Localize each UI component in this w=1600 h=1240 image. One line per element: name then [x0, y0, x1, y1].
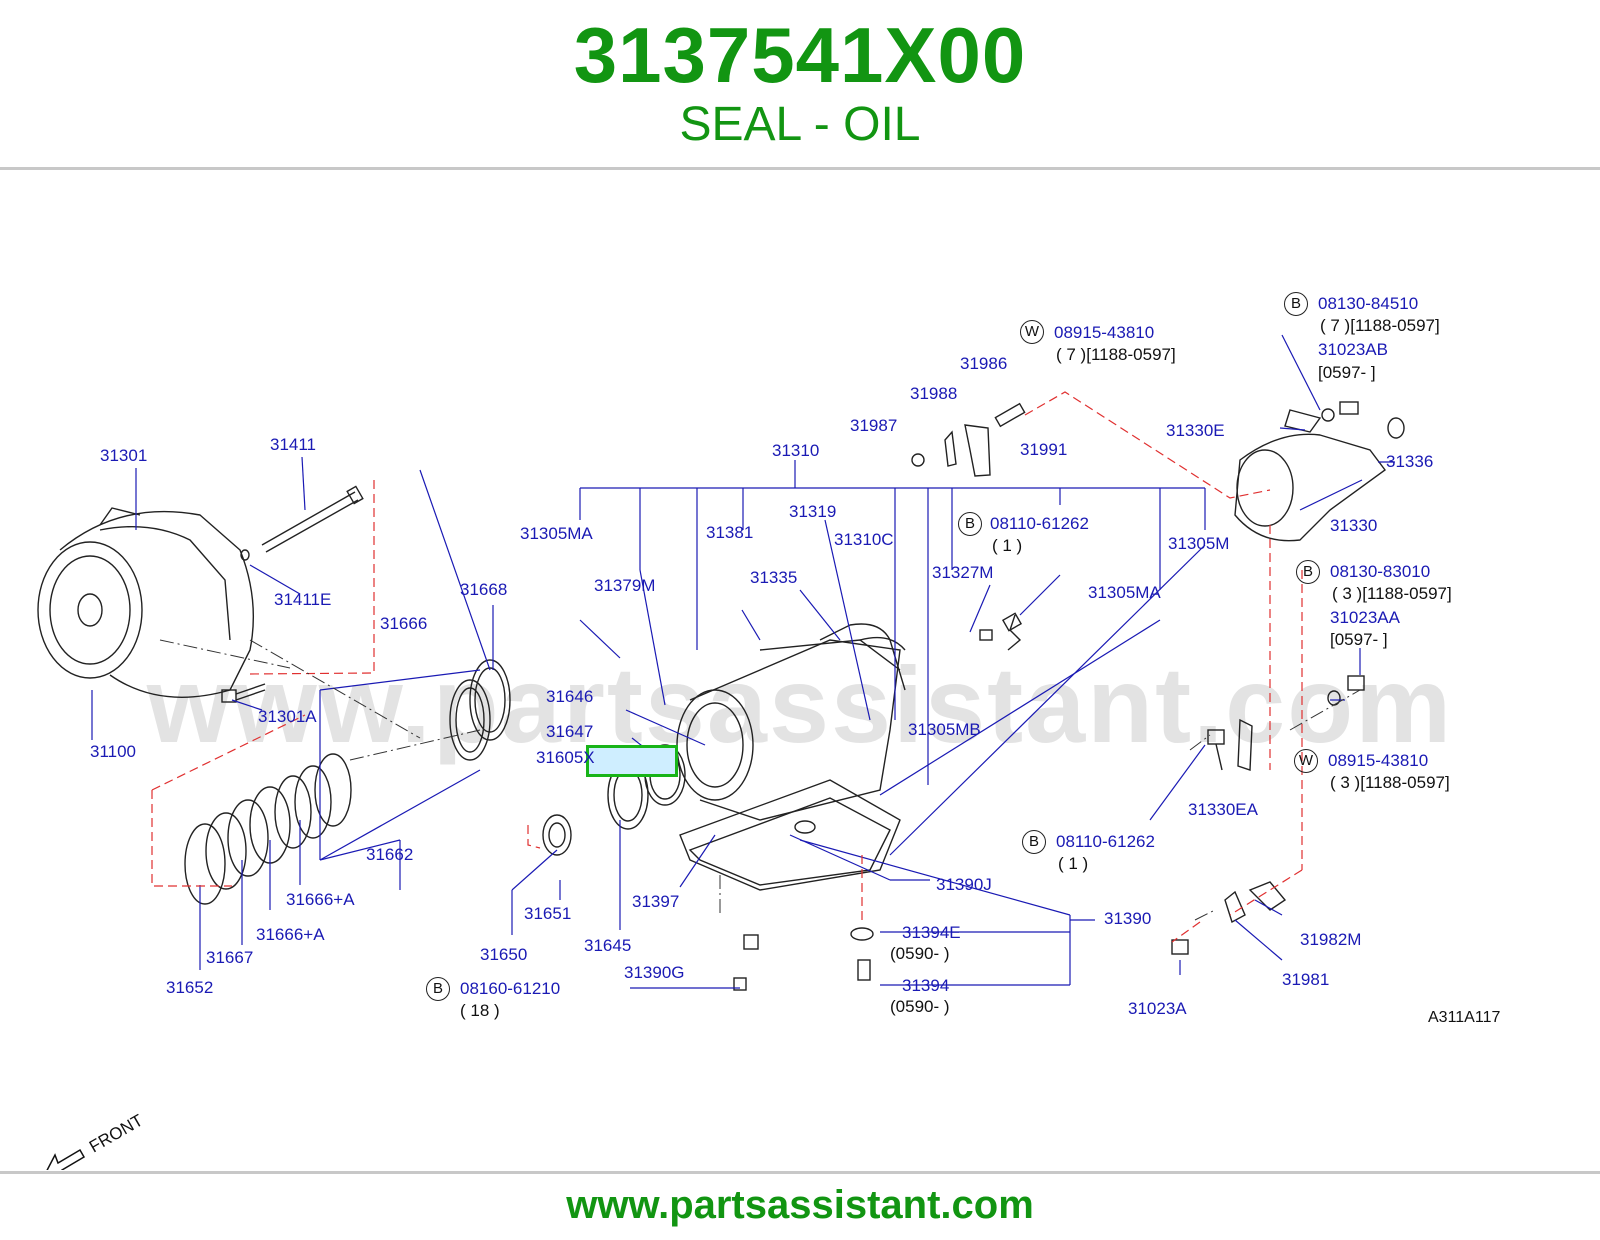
part-label-31394e[interactable]: 31394E [902, 923, 961, 942]
oil-pan-drawing [679, 779, 901, 891]
front-arrow-icon [46, 1148, 86, 1170]
part-label-31390[interactable]: 31390 [1104, 909, 1152, 928]
exploded-parts-diagram: www.partsassistant.com [0, 170, 1600, 1170]
part-label-31305ma-left[interactable]: 31305MA [520, 524, 593, 543]
part-label-31336[interactable]: 31336 [1386, 452, 1434, 471]
highlighted-part-box [586, 745, 678, 777]
part-label-31411[interactable]: 31411 [270, 435, 317, 454]
part-label-31305ma-right[interactable]: 31305MA [1088, 583, 1161, 602]
part-label-31645[interactable]: 31645 [584, 936, 632, 955]
part-label-31301[interactable]: 31301 [100, 446, 148, 465]
part-label-31666-a-lower[interactable]: 31666+A [256, 925, 325, 944]
footer-divider [0, 1171, 1600, 1174]
footer-url-link[interactable]: www.partsassistant.com [566, 1183, 1034, 1227]
part-label-08130-84510[interactable]: 08130-84510 [1318, 294, 1419, 313]
extension-housing-drawing [1234, 401, 1405, 542]
part-label-08915-43810-top[interactable]: 08915-43810 [1054, 323, 1155, 342]
part-label-31330e[interactable]: 31330E [1166, 421, 1225, 440]
part-label-31394[interactable]: 31394 [902, 976, 950, 995]
part-label-08160-61210[interactable]: 08160-61210 [460, 979, 561, 998]
header: 3137541X00 SEAL - OIL [0, 0, 1600, 168]
part-label-31100[interactable]: 31100 [90, 742, 137, 761]
qty-08110-61262-bottom: ( 1 ) [1058, 854, 1089, 873]
washer-marker-w-bottom: W [1294, 749, 1318, 773]
washer-marker-w-top: W [1020, 320, 1044, 344]
part-number-title: 3137541X00 [573, 11, 1027, 99]
qty-08915-43810-bottom: ( 3 )[1188-0597] [1330, 773, 1450, 792]
part-label-31310c[interactable]: 31310C [834, 530, 894, 549]
part-label-08110-61262-bottom[interactable]: 08110-61262 [1056, 832, 1155, 851]
date-range-31394: (0590- ) [890, 997, 950, 1016]
transmission-case-drawing [676, 623, 906, 821]
qty-08130-83010: ( 3 )[1188-0597] [1332, 584, 1452, 603]
bolt-marker-b-mid: B [958, 512, 982, 536]
bolt-marker-b-lower: B [1022, 830, 1046, 854]
part-label-31605x[interactable]: 31605X [536, 748, 595, 767]
part-label-31666-a-upper[interactable]: 31666+A [286, 890, 355, 909]
bolt-marker-b-top: B [1284, 292, 1308, 316]
part-label-31668[interactable]: 31668 [460, 580, 508, 599]
watermark: www.partsassistant.com [146, 644, 1454, 765]
part-label-31651[interactable]: 31651 [524, 904, 572, 923]
part-label-31335[interactable]: 31335 [750, 568, 798, 587]
part-label-31330[interactable]: 31330 [1330, 516, 1378, 535]
part-label-08110-61262-top[interactable]: 08110-61262 [990, 514, 1089, 533]
part-label-31650[interactable]: 31650 [480, 945, 528, 964]
part-label-31390g[interactable]: 31390G [624, 963, 685, 982]
date-range-31023aa: [0597- ] [1330, 630, 1388, 649]
qty-08160-61210: ( 18 ) [460, 1001, 500, 1020]
part-label-31330ea[interactable]: 31330EA [1188, 800, 1258, 819]
header-divider [0, 167, 1600, 170]
part-label-31666[interactable]: 31666 [380, 614, 428, 633]
part-description: SEAL - OIL [679, 98, 921, 151]
clutch-pack-drawing [184, 659, 511, 905]
part-label-31381[interactable]: 31381 [706, 523, 754, 542]
part-label-31652[interactable]: 31652 [166, 978, 214, 997]
part-label-31646[interactable]: 31646 [546, 687, 594, 706]
axis-lines [159, 639, 1361, 921]
part-label-31023aa[interactable]: 31023AA [1330, 608, 1400, 627]
qty-08130-84510: ( 7 )[1188-0597] [1320, 316, 1440, 335]
torque-converter-drawing [37, 507, 255, 698]
leader-lines [91, 334, 1395, 989]
part-label-31379m-highlighted[interactable]: 31379M [594, 576, 656, 595]
part-label-31987[interactable]: 31987 [850, 416, 898, 435]
small-parts-drawing [911, 402, 1026, 651]
part-label-31305m[interactable]: 31305M [1168, 534, 1230, 553]
part-label-31981[interactable]: 31981 [1282, 970, 1330, 989]
bolt-31301a-drawing [221, 683, 266, 703]
part-label-31988[interactable]: 31988 [910, 384, 958, 403]
part-label-08130-83010[interactable]: 08130-83010 [1330, 562, 1431, 581]
date-range-31394e: (0590- ) [890, 944, 950, 963]
part-label-31662[interactable]: 31662 [366, 845, 414, 864]
part-label-31023ab[interactable]: 31023AB [1318, 340, 1388, 359]
part-label-31411e[interactable]: 31411E [274, 590, 332, 609]
part-label-31647[interactable]: 31647 [546, 722, 594, 741]
part-label-31397[interactable]: 31397 [632, 892, 680, 911]
part-label-31327m[interactable]: 31327M [932, 563, 994, 582]
part-label-31319[interactable]: 31319 [789, 502, 837, 521]
qty-08915-43810-top: ( 7 )[1188-0597] [1056, 345, 1176, 364]
part-label-31301a[interactable]: 31301A [258, 707, 317, 726]
part-label-31991[interactable]: 31991 [1020, 440, 1068, 459]
part-label-31310[interactable]: 31310 [772, 441, 820, 460]
part-label-08915-43810-bottom[interactable]: 08915-43810 [1328, 751, 1429, 770]
diagram-drawing [37, 334, 1405, 1170]
qty-08110-61262-top: ( 1 ) [992, 536, 1023, 555]
bolt-marker-b-left: B [426, 977, 450, 1001]
part-label-31982m[interactable]: 31982M [1300, 930, 1362, 949]
lower-right-parts-drawing [733, 675, 1365, 991]
part-label-31667[interactable]: 31667 [206, 948, 254, 967]
part-label-31390j[interactable]: 31390J [936, 875, 992, 894]
bolt-marker-b-right: B [1296, 560, 1320, 584]
diagram-code: A311A117 [1428, 1009, 1501, 1026]
part-label-31305mb[interactable]: 31305MB [908, 720, 981, 739]
dashed-reference-lines [151, 391, 1303, 943]
date-range-31023ab: [0597- ] [1318, 363, 1376, 382]
part-label-31023a[interactable]: 31023A [1128, 999, 1187, 1018]
input-shaft-drawing [240, 485, 364, 561]
part-label-31986[interactable]: 31986 [960, 354, 1008, 373]
